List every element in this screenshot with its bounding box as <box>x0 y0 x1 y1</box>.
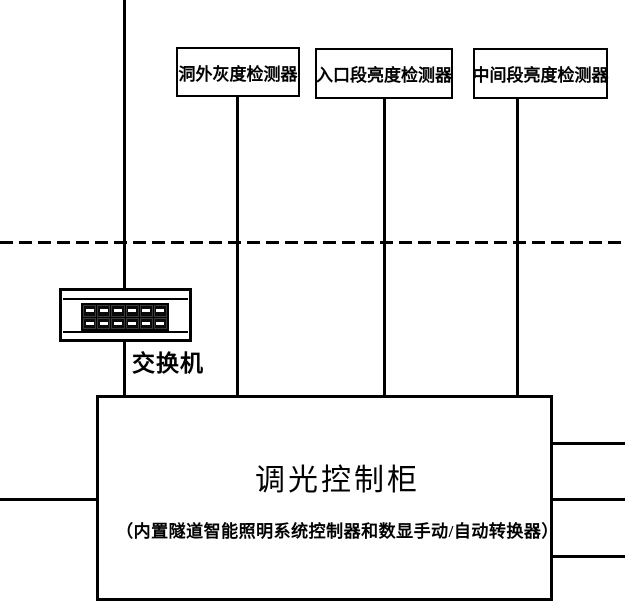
detector-label-entrance-brightness: 入口段亮度检测器 <box>316 66 452 85</box>
switch-port <box>139 305 153 317</box>
cable-stub-right-2 <box>551 498 625 501</box>
dimming-control-cabinet-box: 调光控制柜 （内置隧道智能照明系统控制器和数显手动/自动转换器） <box>96 395 558 601</box>
detector-label-middle-brightness: 中间段亮度检测器 <box>472 66 609 85</box>
switch-port <box>125 317 139 329</box>
switch-port <box>153 305 167 317</box>
cable-stub-right-3 <box>551 555 625 558</box>
connector-line-switch-top <box>123 0 126 288</box>
switch-bezel <box>63 298 188 333</box>
detector-box-middle-brightness: 中间段亮度检测器 <box>472 48 609 99</box>
detector-box-entrance-brightness: 入口段亮度检测器 <box>315 48 453 99</box>
detector-label-outside-grayscale: 洞外灰度检测器 <box>178 64 298 84</box>
detector-box-outside-grayscale: 洞外灰度检测器 <box>176 47 300 97</box>
connector-line-switch-bottom <box>123 342 126 395</box>
cable-stub-left <box>0 498 96 501</box>
connector-line-detector-3 <box>516 98 519 395</box>
switch-port <box>111 317 125 329</box>
switch-port <box>97 317 111 329</box>
switch-port <box>139 317 153 329</box>
switch-port <box>97 305 111 317</box>
connector-line-detector-2 <box>383 98 386 395</box>
switch-port <box>153 317 167 329</box>
tunnel-boundary-dashed-line <box>0 241 625 244</box>
cabinet-title: 调光控制柜 <box>255 463 420 497</box>
switch-port <box>83 305 97 317</box>
connector-line-detector-1 <box>236 96 239 395</box>
cable-stub-right-1 <box>551 442 625 445</box>
switch-port <box>111 305 125 317</box>
switch-port <box>125 305 139 317</box>
switch-ports <box>81 303 169 331</box>
cabinet-subtitle: （内置隧道智能照明系统控制器和数显手动/自动转换器） <box>116 521 559 541</box>
switch-port <box>83 317 97 329</box>
network-switch-icon <box>59 288 192 342</box>
switch-label: 交换机 <box>132 351 204 376</box>
